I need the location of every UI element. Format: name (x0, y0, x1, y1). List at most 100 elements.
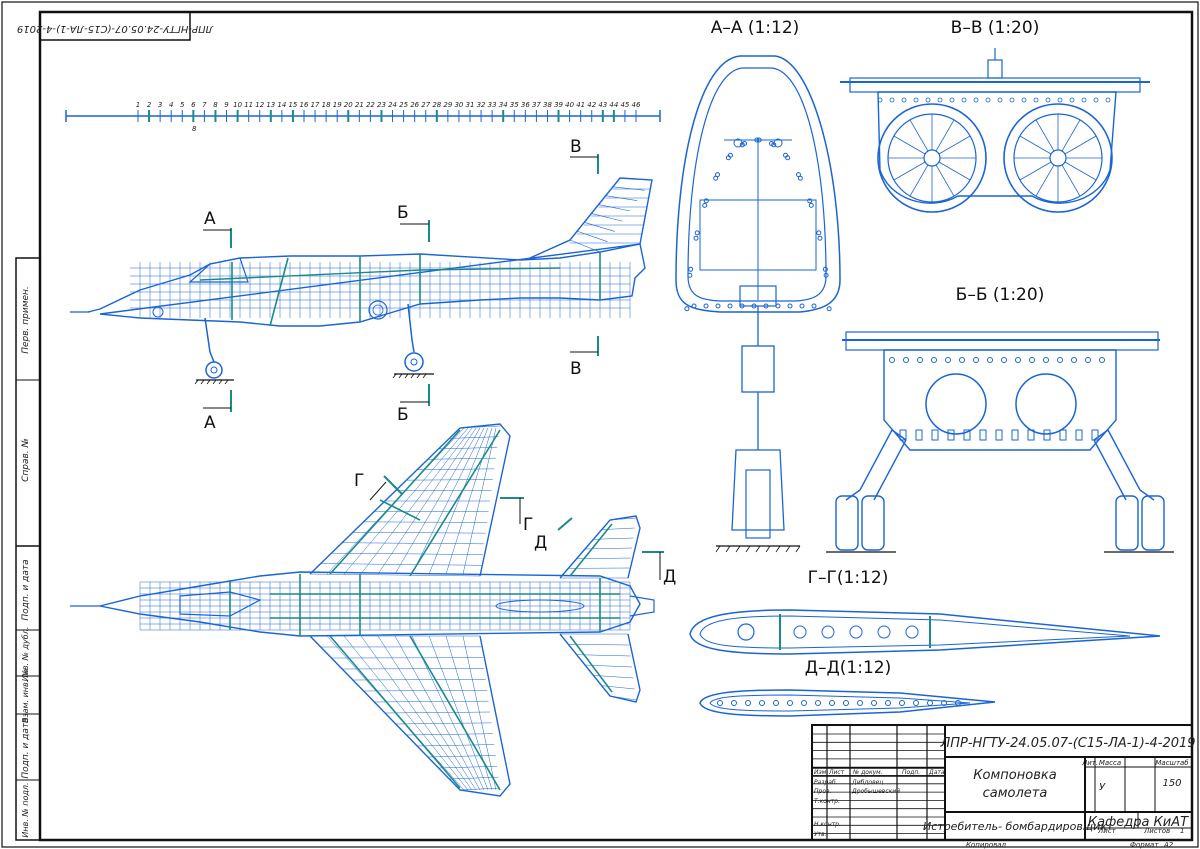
ruler-tick-label: 4 (169, 101, 173, 109)
tb-col-data: Дата (928, 769, 945, 776)
ruler-tick-label: 13 (266, 101, 275, 109)
section-aa: А–А (1:12) (675, 18, 841, 553)
ruler-tick-label: 10 (233, 101, 242, 109)
ruler-tick-label: 33 (488, 101, 497, 109)
ruler-tick-label: 41 (576, 101, 585, 109)
ruler-tick-label: 40 (565, 101, 574, 109)
tb-utv: Утв. (814, 831, 827, 838)
ruler-tick-label: 9 (224, 101, 229, 109)
ruler-tick-label: 2 (147, 101, 152, 109)
side-view (70, 177, 653, 385)
ruler-tick-label: 46 (632, 101, 641, 109)
top-stamp-text: ЛПР-НГТУ-24.05.07-(С15-ЛА-1)-4-2019 (17, 23, 214, 34)
tb-massa: Масса (1099, 759, 1121, 767)
side-cut-markers: А А Б Б В В (203, 137, 599, 433)
ruler-tick-label: 14 (277, 101, 286, 109)
cut-g2: Г (523, 515, 533, 535)
ruler-tick-label: 23 (377, 101, 386, 109)
tb-tkontr: Т.контр. (814, 798, 840, 805)
tb-col-ndok: № докум. (852, 769, 883, 776)
strip-sprav: Справ. № (21, 438, 31, 482)
ruler-tick-label: 24 (388, 101, 397, 109)
section-gg: Г–Г(1:12) (689, 568, 1161, 655)
ruler-tick-label: 34 (499, 101, 508, 109)
ruler-tick-label: 15 (288, 101, 297, 109)
cut-d: Д (534, 533, 547, 553)
cut-b-bottom: Б (397, 405, 409, 425)
tb-prov-name: Дробышевский (851, 788, 900, 795)
ruler-tick-label: 26 (410, 101, 419, 109)
cut-v-bottom: В (570, 359, 582, 379)
tb-org: Кафедра КиАТ (1088, 815, 1189, 830)
ruler-tick-label: 12 (255, 101, 264, 109)
strip-perv-primen: Перв. примен. (21, 286, 31, 354)
tb-razrab-name: Дибдовец (851, 779, 883, 786)
tb-kopiroval: Копировал (966, 841, 1007, 849)
ruler-tick-label: 7 (202, 101, 207, 109)
ruler-tick-label: 21 (355, 101, 364, 109)
section-bb-title: Б–Б (1:20) (956, 285, 1045, 305)
strip-vzam-inv: Взам. инв. № (21, 669, 30, 723)
tb-razrab: Разраб. (814, 779, 838, 786)
ruler-tick-label: 28 (432, 101, 441, 109)
cut-v-top: В (570, 137, 582, 157)
tb-masshtab: Масштаб (1155, 759, 1189, 767)
tb-col-list: Лист (828, 769, 845, 776)
title-block: ЛПР-НГТУ-24.05.07-(С15-ЛА-1)-4-2019 Комп… (811, 724, 1196, 849)
ruler-tick-label: 3 (158, 101, 162, 109)
ruler-tick-label: 30 (454, 101, 463, 109)
ruler-tick-label: 29 (443, 101, 452, 109)
cut-b-top: Б (397, 203, 409, 223)
left-strip: Перв. примен. Справ. № Подп. и дата Инв.… (15, 257, 41, 841)
ruler-tick-label: 16 (300, 101, 309, 109)
tb-listov-lbl: Листов (1143, 827, 1170, 835)
strip-inv-dubl: Инв. № дубл. (21, 627, 30, 682)
section-vv: В–В (1:20) (840, 18, 1150, 213)
tb-col-izm: Изм. (814, 769, 828, 776)
section-dd: Д–Д(1:12) (699, 658, 996, 717)
ruler-sublabel: 8 (192, 125, 197, 133)
tb-list-lbl: Лист (1097, 827, 1117, 835)
ruler-tick-label: 18 (322, 101, 331, 109)
cut-g: Г (354, 471, 364, 491)
tb-lit-val: У (1099, 782, 1106, 793)
ruler-tick-label: 19 (333, 101, 342, 109)
tb-format-val: А2 (1163, 841, 1174, 849)
section-dd-title: Д–Д(1:12) (805, 658, 892, 678)
tb-nkontr: Н.контр. (814, 821, 841, 828)
ruler-tick-label: 8 (213, 101, 218, 109)
ruler-tick-label: 43 (598, 101, 607, 109)
ruler-tick-label: 1 (136, 101, 140, 109)
tb-name-line1: Компоновка (973, 768, 1056, 783)
tb-lit: Лит. (1081, 759, 1098, 767)
tb-scale-val: 150 (1162, 778, 1181, 789)
ruler-tick-label: 27 (421, 101, 430, 109)
ruler-tick-label: 5 (180, 101, 185, 109)
ruler-tick-label: 36 (521, 101, 530, 109)
tb-designation: ЛПР-НГТУ-24.05.07-(С15-ЛА-1)-4-2019 (939, 736, 1195, 751)
ruler-tick-label: 38 (543, 101, 552, 109)
ruler-tick-label: 31 (466, 101, 475, 109)
ruler-tick-label: 32 (477, 101, 486, 109)
tb-subtitle: Истребитель- бомбардировщик (923, 820, 1107, 833)
tb-listov-val: 1 (1180, 827, 1184, 835)
cut-a-top: А (204, 209, 216, 229)
ruler-tick-label: 25 (399, 101, 408, 109)
ruler-tick-label: 45 (620, 101, 629, 109)
strip-podp-data-2: Подп. и дата (21, 717, 31, 778)
ruler-tick-label: 35 (510, 101, 519, 109)
ruler-tick-label: 44 (609, 101, 618, 109)
cut-d2: Д (663, 567, 676, 587)
plan-view (70, 423, 655, 797)
ruler-tick-label: 11 (244, 101, 253, 109)
ruler-tick-label: 42 (587, 101, 596, 109)
ruler-tick-label: 17 (311, 101, 320, 109)
top-stamp: ЛПР-НГТУ-24.05.07-(С15-ЛА-1)-4-2019 (17, 11, 214, 41)
section-aa-title: А–А (1:12) (711, 18, 800, 38)
strip-inv-podl: Инв. № подл. (21, 782, 30, 837)
ruler-tick-label: 20 (344, 101, 353, 109)
tb-col-podp: Подп. (902, 769, 920, 776)
